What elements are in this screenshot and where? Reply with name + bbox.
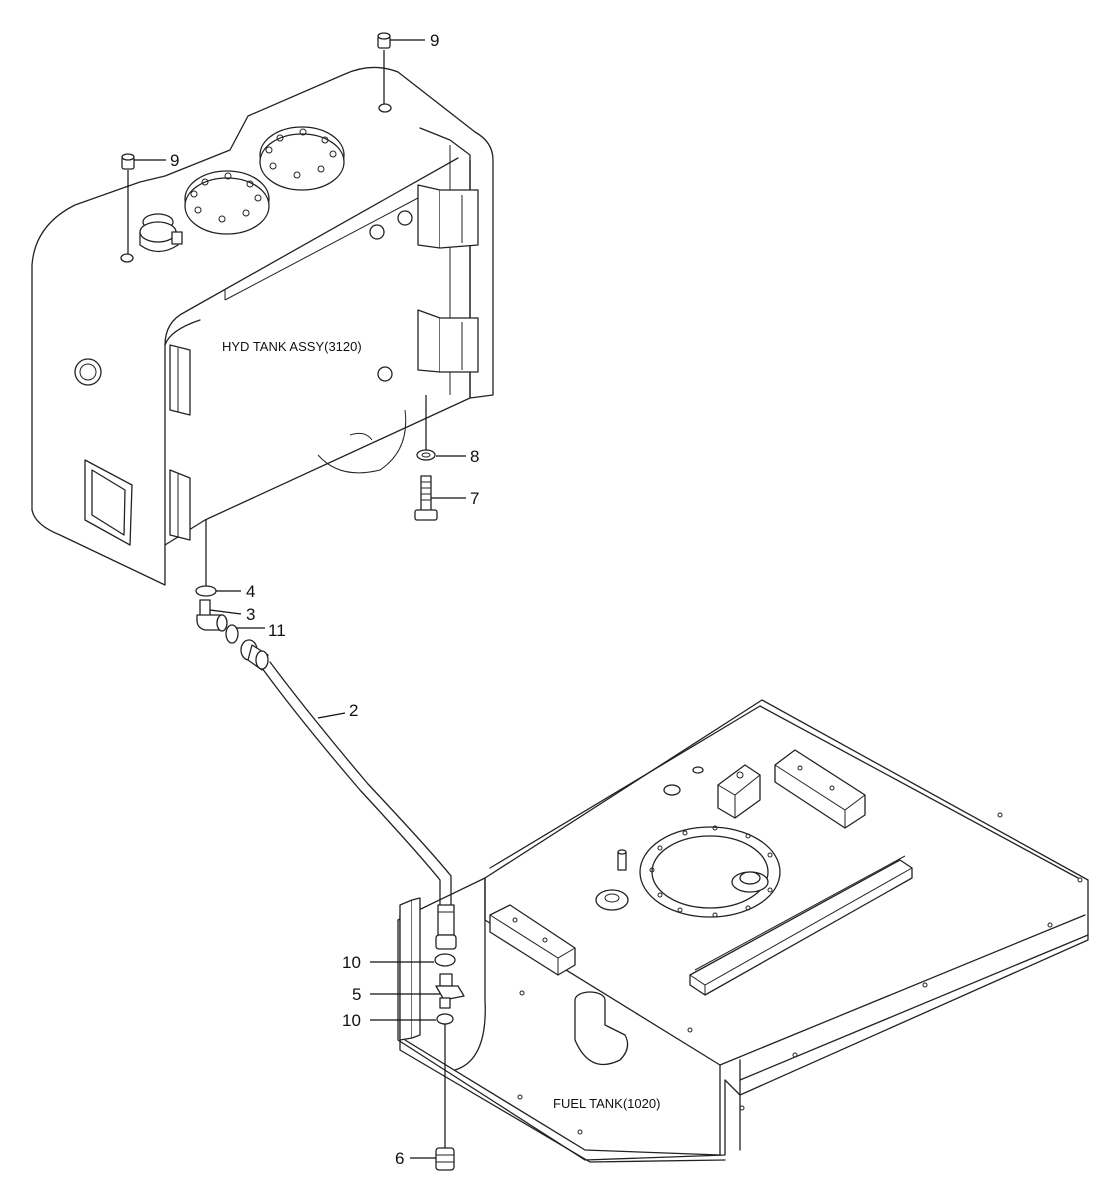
fuel-tank-label: FUEL TANK(1020) — [553, 1096, 660, 1111]
leader-lines — [134, 39, 466, 1159]
callout-3: 3 — [246, 605, 255, 624]
o-ring-4 — [195, 585, 217, 597]
callout-6: 6 — [395, 1149, 404, 1168]
guide-lines — [127, 50, 446, 1148]
callout-5: 5 — [352, 985, 361, 1004]
hose-assembly — [240, 639, 457, 950]
callout-10-lower: 10 — [342, 1011, 361, 1030]
plug-6 — [435, 1147, 455, 1171]
callout-10-upper: 10 — [342, 953, 361, 972]
callout-2: 2 — [349, 701, 358, 720]
o-ring-11 — [225, 624, 239, 644]
callouts: 9 9 8 7 4 3 11 2 10 5 10 6 — [170, 31, 479, 1168]
o-ring-10-lower — [436, 1013, 454, 1025]
callout-7: 7 — [470, 489, 479, 508]
fuel-tank: FUEL TANK(1020) — [397, 699, 1089, 1163]
cap-9-top — [377, 32, 391, 49]
callout-11: 11 — [268, 621, 286, 640]
callout-4: 4 — [246, 582, 255, 601]
callout-8: 8 — [470, 447, 479, 466]
callout-9-top: 9 — [430, 31, 439, 50]
hyd-tank-label: HYD TANK ASSY(3120) — [222, 339, 362, 354]
callout-9-left: 9 — [170, 151, 179, 170]
cap-9-left — [121, 153, 135, 170]
elbow-3 — [196, 599, 228, 632]
hydraulic-tank: HYD TANK ASSY(3120) — [31, 66, 494, 586]
bolt-7 — [414, 475, 438, 521]
adapter-5 — [435, 973, 465, 1009]
washer-8 — [416, 449, 436, 461]
o-ring-10-upper — [434, 953, 456, 967]
